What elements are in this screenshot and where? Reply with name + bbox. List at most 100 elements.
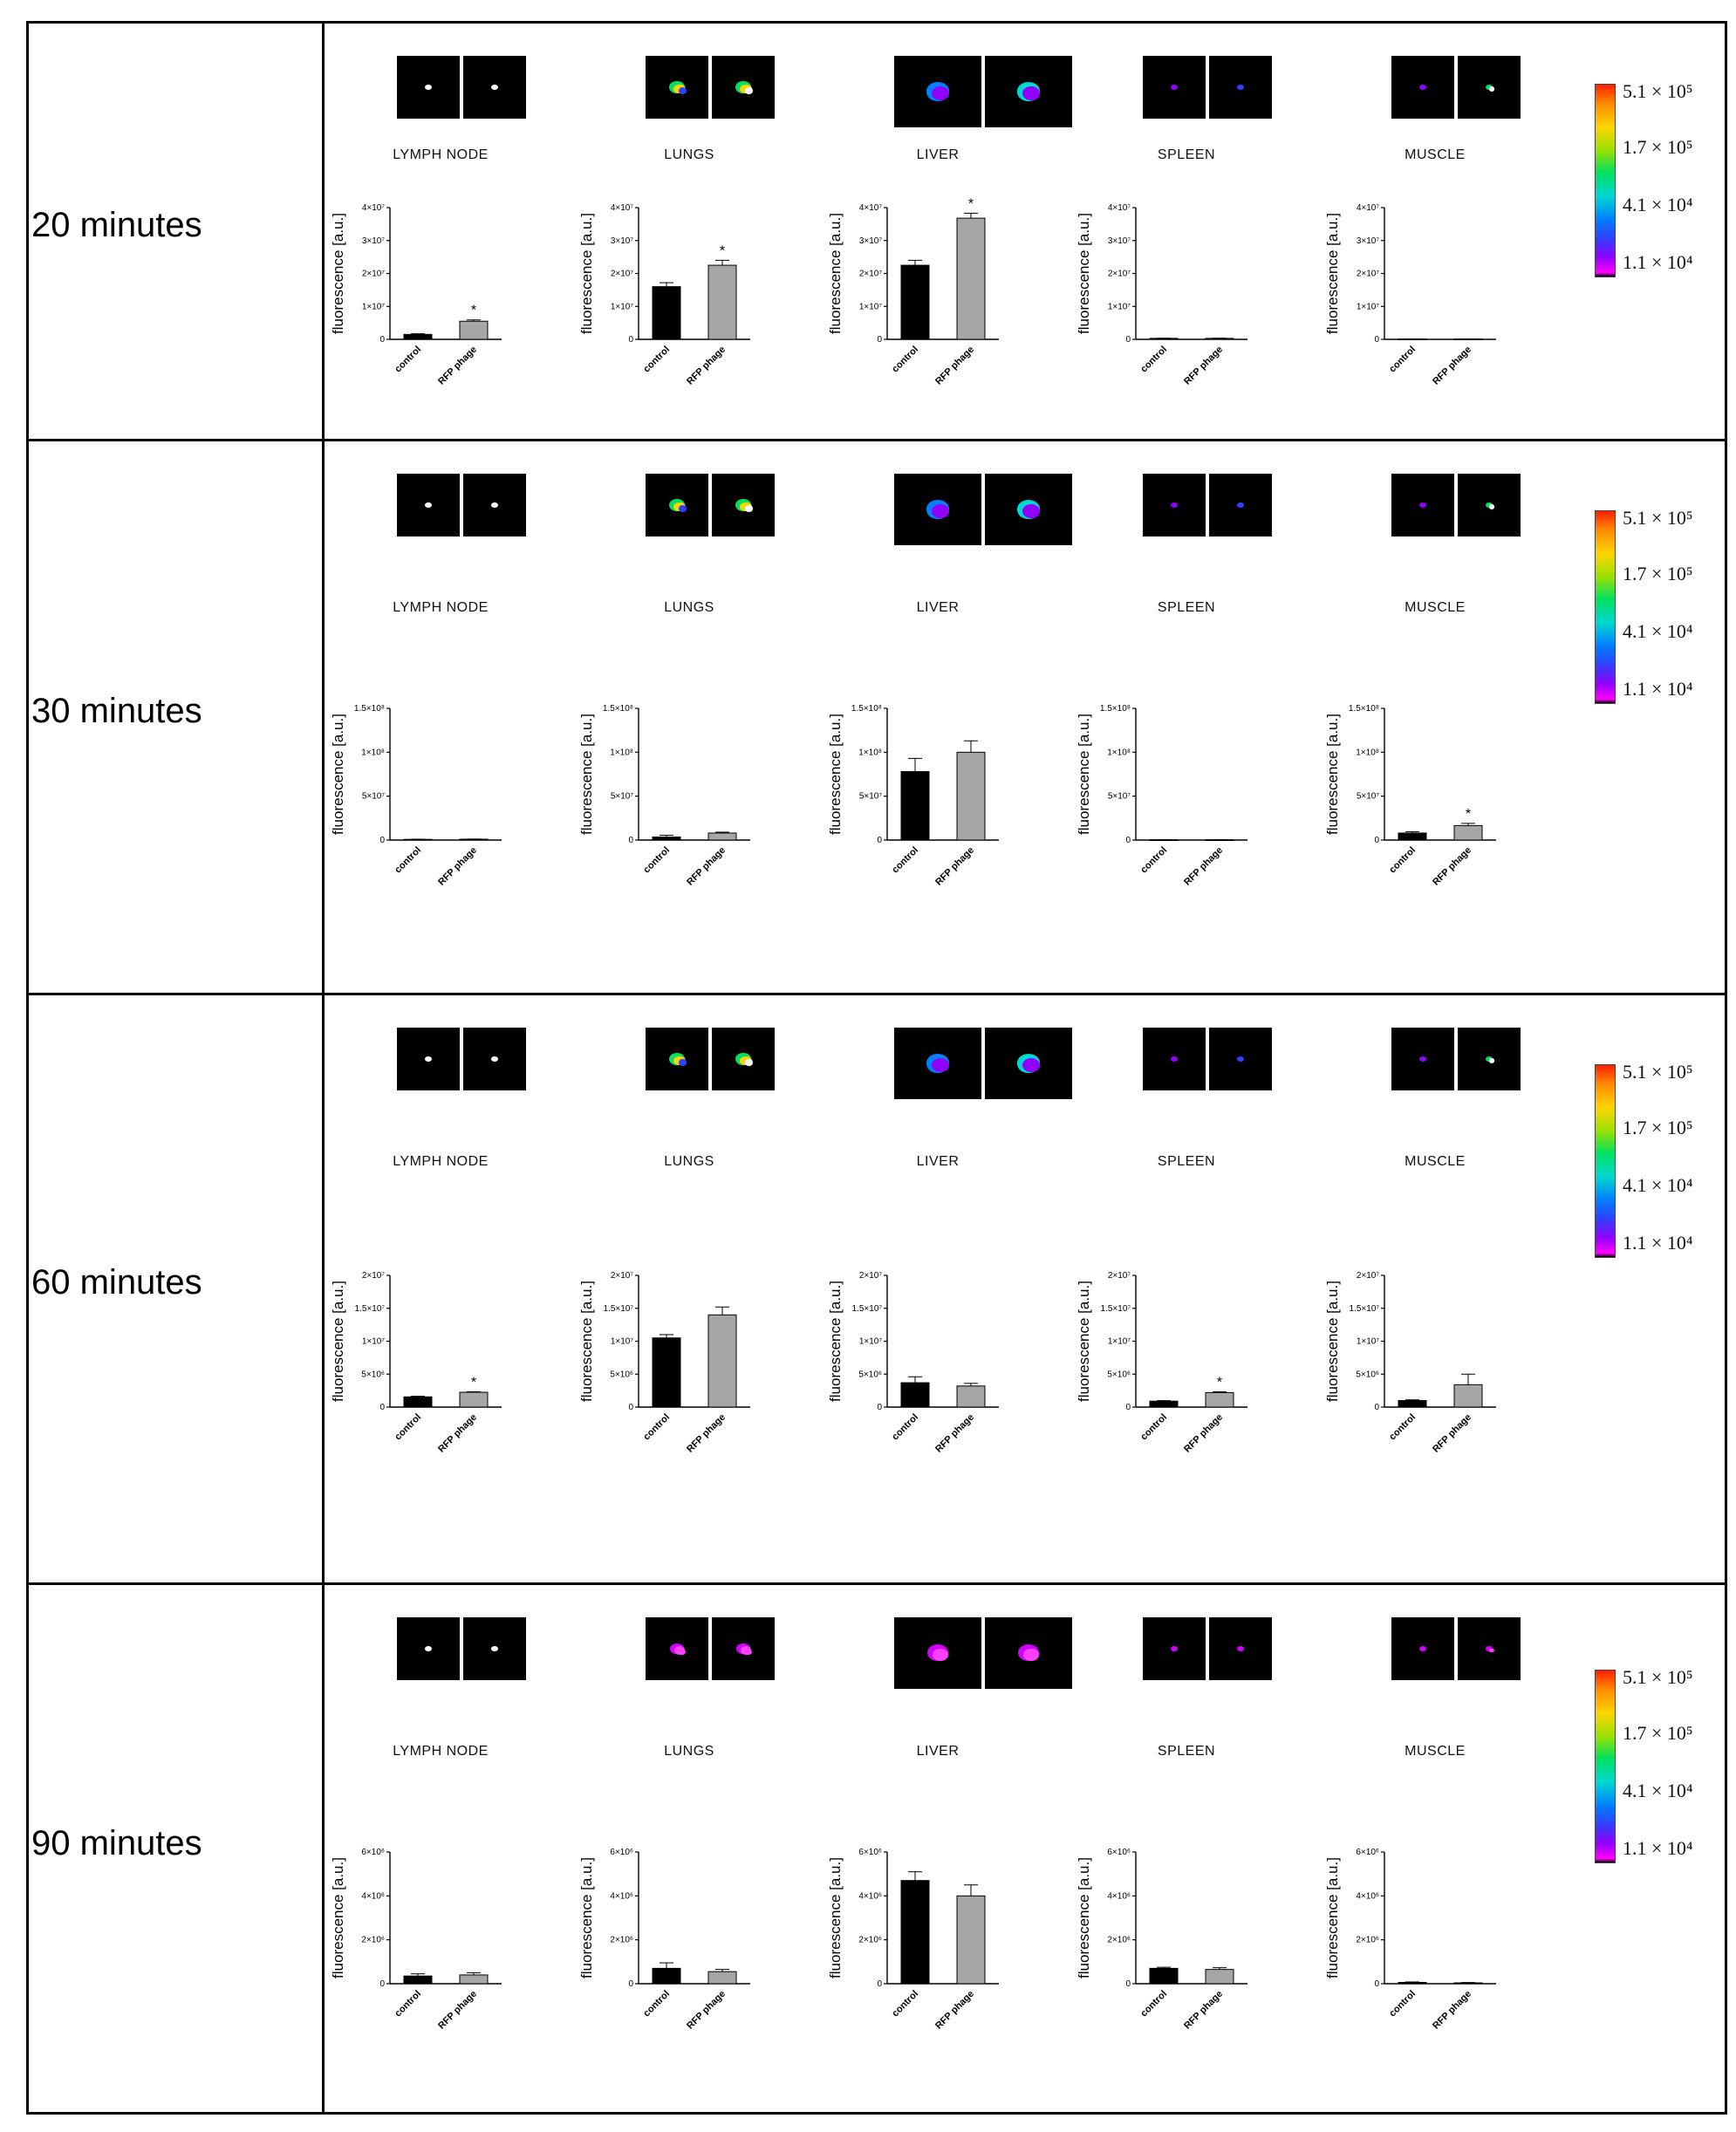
tissue-image-pair (397, 56, 526, 119)
organ-name-label: LUNGS (664, 600, 714, 615)
rfp-phage-tissue-image (985, 56, 1072, 127)
rfp-phage-tissue-image (463, 1028, 526, 1090)
y-axis-label: fluorescence [a.u.] (827, 714, 844, 835)
tissue-image-pair (1391, 1028, 1521, 1090)
y-tick-label: 2×10⁶ (1107, 1936, 1131, 1945)
y-tick-label: 0 (877, 335, 882, 345)
x-tick-label: control (393, 1989, 423, 2019)
y-tick-label: 2×10⁷ (1108, 270, 1131, 279)
y-tick-label: 1.5×10⁸ (1100, 704, 1131, 714)
fluorescence-signal (1023, 1648, 1039, 1662)
y-tick-label: 0 (379, 1979, 385, 1989)
organ-name-label: MUSCLE (1405, 1154, 1466, 1169)
tissue-image-pair (397, 1617, 526, 1680)
bar-control (652, 1967, 681, 1985)
x-tick-label: RFP phage (933, 1412, 976, 1455)
colorbar-label: 1.7 × 10⁵ (1623, 1722, 1693, 1744)
bar-chart: fluorescence [a.u.]05×10⁶1×10⁷1.5×10⁷2×1… (1324, 1271, 1496, 1455)
bar-control (403, 1975, 433, 1985)
bar-chart: fluorescence [a.u.]05×10⁶1×10⁷1.5×10⁷2×1… (827, 1271, 999, 1455)
rfp-phage-tissue-image (712, 474, 775, 536)
y-tick-label: 2×10⁷ (859, 270, 883, 279)
x-tick-label: control (1387, 845, 1418, 876)
bar-control (900, 770, 930, 841)
tissue-image-pair (646, 474, 775, 536)
control-tissue-image (646, 56, 708, 119)
bar-chart: fluorescence [a.u.]01×10⁷2×10⁷3×10⁷4×10⁷… (827, 196, 999, 387)
y-axis-label: fluorescence [a.u.] (827, 213, 844, 334)
bar-control (900, 1880, 930, 1985)
bar-rfp-phage (1453, 1982, 1483, 1985)
bar-chart: fluorescence [a.u.]01×10⁷2×10⁷3×10⁷4×10⁷… (578, 203, 750, 387)
y-tick-label: 4×10⁶ (858, 1891, 882, 1901)
bar-chart: fluorescence [a.u.]02×10⁶4×10⁶6×10⁶contr… (1076, 1848, 1247, 2032)
fluorescence-signal (744, 505, 753, 512)
control-tissue-image (646, 1028, 708, 1090)
y-tick-label: 1.5×10⁸ (354, 704, 385, 714)
y-tick-label: 2×10⁷ (611, 1271, 634, 1281)
y-tick-label: 2×10⁷ (859, 1271, 883, 1281)
y-tick-label: 0 (877, 1403, 882, 1412)
y-tick-label: 0 (379, 335, 385, 345)
control-tissue-image (397, 56, 460, 119)
y-tick-label: 5×10⁷ (611, 792, 634, 802)
fluorescence-signal (932, 1058, 949, 1072)
x-tick-label: RFP phage (1431, 1989, 1473, 2032)
y-tick-label: 1×10⁸ (1107, 748, 1131, 757)
bar-chart: fluorescence [a.u.]01×10⁷2×10⁷3×10⁷4×10⁷… (330, 203, 502, 387)
control-tissue-image (894, 1028, 981, 1099)
y-tick-label: 4×10⁶ (361, 1891, 385, 1901)
control-tissue-image (1391, 1028, 1454, 1090)
x-tick-label: control (393, 1412, 423, 1443)
colorbar-label: 1.1 × 10⁴ (1623, 678, 1693, 700)
y-tick-label: 0 (1125, 1403, 1131, 1412)
fluorescence-signal (1486, 1645, 1493, 1652)
control-tissue-image (894, 474, 981, 545)
bar-control (403, 333, 433, 340)
y-tick-label: 0 (1125, 335, 1131, 345)
organ-name-label: SPLEEN (1157, 600, 1216, 615)
bar-rfp-phage (707, 832, 737, 841)
colorbar-label: 5.1 × 10⁵ (1623, 1666, 1693, 1688)
x-tick-label: RFP phage (933, 1989, 976, 2032)
y-tick-label: 0 (379, 836, 385, 845)
bar-rfp-phage (1205, 1391, 1234, 1408)
rfp-phage-tissue-image (712, 1617, 775, 1680)
x-tick-label: control (1387, 1412, 1418, 1443)
fluorescence-signal (1418, 502, 1427, 509)
y-axis-label: fluorescence [a.u.] (1324, 1281, 1341, 1402)
tissue-image-pair (894, 1028, 1072, 1099)
bar-rfp-phage (1453, 824, 1483, 841)
y-tick-label: 5×10⁷ (1108, 792, 1131, 802)
colorbar-label: 1.7 × 10⁵ (1623, 563, 1693, 584)
x-tick-label: control (1138, 845, 1169, 876)
y-tick-label: 5×10⁷ (362, 792, 386, 802)
bar-rfp-phage (707, 1314, 737, 1408)
y-tick-label: 6×10⁶ (858, 1848, 882, 1857)
bar-chart: fluorescence [a.u.]05×10⁷1×10⁸1.5×10⁸con… (1324, 704, 1496, 888)
x-tick-label: control (1138, 1412, 1169, 1443)
rfp-phage-tissue-image (1209, 1028, 1272, 1090)
tissue-image-pair (894, 1617, 1072, 1689)
y-tick-label: 4×10⁷ (362, 203, 386, 213)
control-tissue-image (894, 1617, 981, 1689)
bar-control (652, 836, 681, 841)
significance-asterisk: * (1217, 1375, 1222, 1390)
column-divider (322, 21, 325, 2115)
bar-chart: fluorescence [a.u.]01×10⁷2×10⁷3×10⁷4×10⁷… (1076, 203, 1247, 387)
fluorescence-signal (1170, 84, 1179, 91)
fluorescence-signal (744, 1649, 753, 1656)
x-tick-label: control (641, 1989, 672, 2019)
control-tissue-image (1143, 56, 1206, 119)
rfp-phage-tissue-image (985, 1617, 1072, 1689)
y-axis-label: fluorescence [a.u.] (1076, 714, 1092, 835)
